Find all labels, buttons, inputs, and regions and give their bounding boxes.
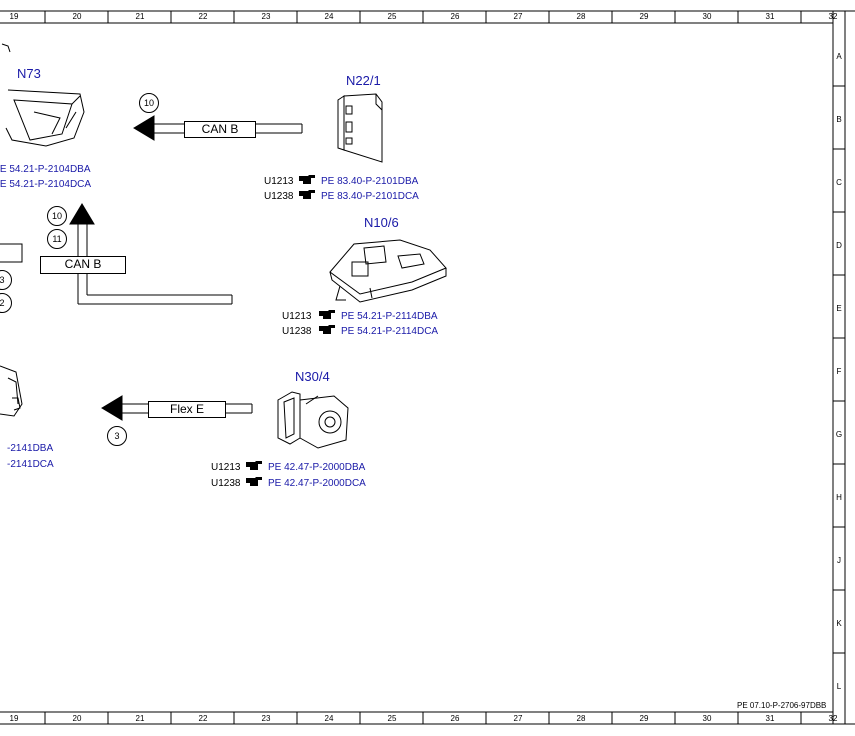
row-label: G (835, 430, 843, 439)
row-label: E (836, 304, 842, 313)
column-label: 27 (513, 12, 523, 21)
n22-1-ref-code-1: U1213 (264, 176, 294, 187)
column-label: 22 (198, 12, 208, 21)
column-label: 25 (387, 12, 397, 21)
column-label: 19 (9, 12, 19, 21)
column-label: 20 (72, 714, 82, 723)
column-label: 26 (450, 714, 460, 723)
n73-ref-link-1[interactable]: 'E 54.21-P-2104DBA (0, 164, 91, 175)
n22-1-label: N22/1 (346, 73, 381, 88)
column-label: 29 (639, 714, 649, 723)
hand-pointer-icon (246, 477, 262, 486)
column-label: 29 (639, 12, 649, 21)
flex-e-label: Flex E (148, 401, 226, 418)
n73-ref-link-2[interactable]: 'E 54.21-P-2104DCA (0, 179, 92, 190)
row-label: K (836, 619, 842, 628)
column-label: 28 (576, 714, 586, 723)
row-label: H (836, 493, 842, 502)
left-partial-drawings (0, 43, 23, 417)
hand-pointer-icon (319, 310, 335, 319)
n22-1-ref-link-1[interactable]: PE 83.40-P-2101DBA (321, 176, 419, 187)
n30-4-ref-code-1: U1213 (211, 462, 241, 473)
n10-6-label: N10/6 (364, 215, 399, 230)
column-label: 25 (387, 714, 397, 723)
column-label: 24 (324, 12, 334, 21)
column-label: 31 (765, 714, 775, 723)
hand-pointer-icon (246, 461, 262, 470)
can-b-top-connection (133, 115, 303, 141)
column-label: 20 (72, 12, 82, 21)
n30-4-ref-code-2: U1238 (211, 478, 241, 489)
column-label: 32 (828, 12, 838, 21)
n73-label: N73 (17, 66, 41, 81)
connector-circle-10-top: 10 (139, 93, 159, 113)
row-label: D (836, 241, 842, 250)
can-b-top-label: CAN B (184, 121, 256, 138)
column-label: 28 (576, 12, 586, 21)
row-label: J (837, 556, 841, 565)
n10-6-ref-code-2: U1238 (282, 326, 312, 337)
column-label: 26 (450, 12, 460, 21)
n30-4-component-drawing (277, 391, 349, 449)
can-b-left-connection (69, 203, 233, 305)
connector-circle-3-bottom: 3 (107, 426, 127, 446)
document-reference: PE 07.10-P-2706-97DBB (737, 701, 827, 710)
column-label: 27 (513, 714, 523, 723)
hand-pointer-icon (299, 190, 315, 199)
n22-1-ref-link-2[interactable]: PE 83.40-P-2101DCA (321, 191, 419, 202)
hand-pointer-icon (299, 175, 315, 184)
n30-4-label: N30/4 (295, 369, 330, 384)
hand-pointer-icon (319, 325, 335, 334)
row-label: A (836, 52, 842, 61)
can-b-left-label: CAN B (40, 256, 126, 274)
n10-6-component-drawing (329, 239, 447, 303)
row-label: C (836, 178, 842, 187)
column-label: 30 (702, 714, 712, 723)
column-label: 22 (198, 714, 208, 723)
n22-1-component-drawing (337, 93, 383, 163)
n10-6-ref-link-1[interactable]: PE 54.21-P-2114DBA (341, 311, 438, 322)
column-label: 23 (261, 714, 271, 723)
column-label: 21 (135, 714, 145, 723)
column-label: 23 (261, 12, 271, 21)
column-label: 24 (324, 714, 334, 723)
connector-circle-10-left: 10 (47, 206, 67, 226)
flex-e-connection (101, 395, 253, 421)
column-label: 32 (828, 714, 838, 723)
connector-circle-11-left: 11 (47, 229, 67, 249)
row-label: L (836, 682, 842, 691)
column-label: 21 (135, 12, 145, 21)
row-label: B (836, 115, 842, 124)
row-label: F (836, 367, 842, 376)
n30-4-ref-link-1[interactable]: PE 42.47-P-2000DBA (268, 462, 366, 473)
n73-component-drawing (5, 89, 85, 147)
column-label: 30 (702, 12, 712, 21)
column-label: 31 (765, 12, 775, 21)
left-partial-ref-link-1[interactable]: -2141DBA (7, 443, 54, 454)
n10-6-ref-link-2[interactable]: PE 54.21-P-2114DCA (341, 326, 439, 337)
n22-1-ref-code-2: U1238 (264, 191, 294, 202)
n30-4-ref-link-2[interactable]: PE 42.47-P-2000DCA (268, 478, 366, 489)
column-label: 19 (9, 714, 19, 723)
n10-6-ref-code-1: U1213 (282, 311, 312, 322)
left-partial-ref-link-2[interactable]: -2141DCA (7, 459, 54, 470)
